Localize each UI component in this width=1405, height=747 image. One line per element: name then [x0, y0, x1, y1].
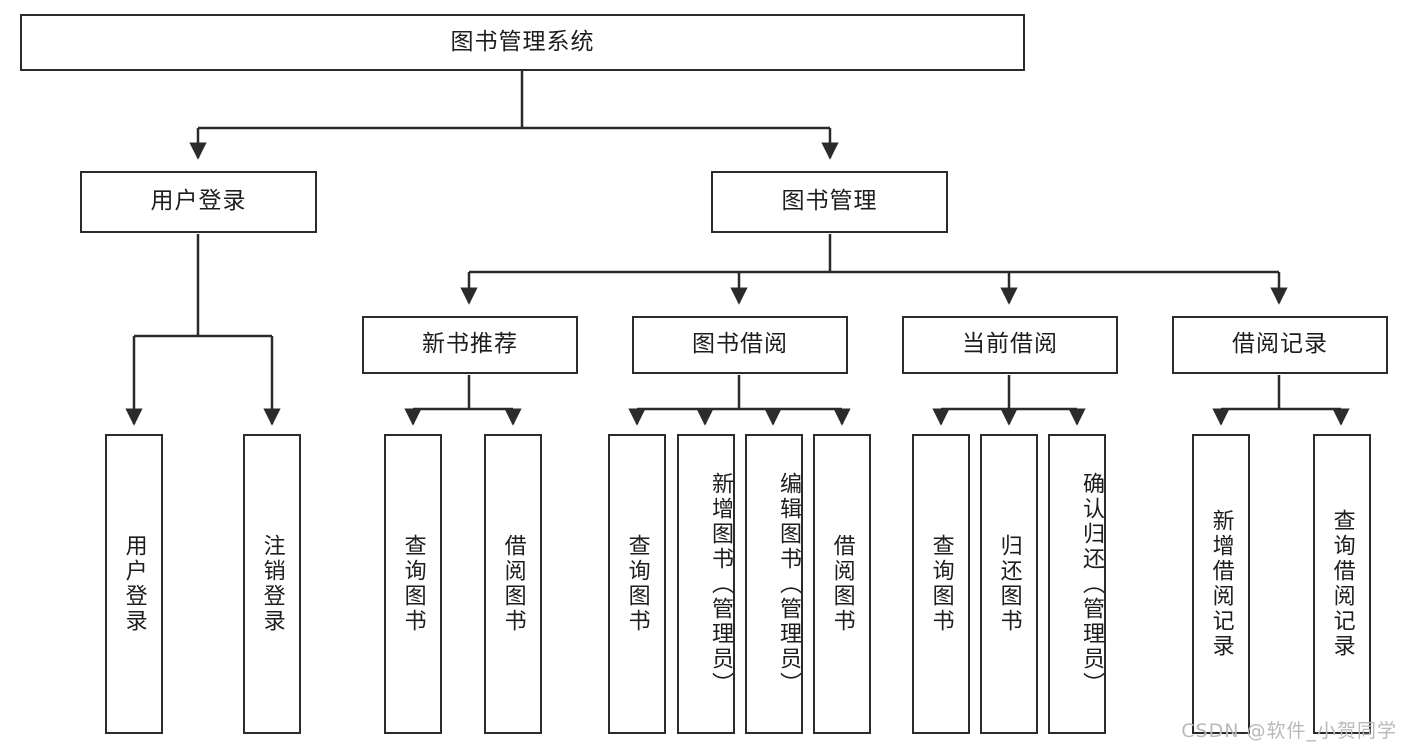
leaf-current-borrow-query: 查询图书: [912, 434, 970, 734]
watermark: CSDN @软件_小贺同学: [1181, 720, 1397, 742]
leaf-new-book-borrow: 借阅图书: [484, 434, 542, 734]
node-new-book-recommend-label: 新书推荐: [422, 331, 518, 358]
node-user-login-label: 用户登录: [150, 188, 247, 215]
node-book-borrow: 图书借阅: [632, 316, 848, 374]
node-book-management: 图书管理: [711, 171, 948, 233]
leaf-label: 借阅图书: [829, 534, 855, 634]
node-new-book-recommend: 新书推荐: [362, 316, 578, 374]
leaf-label: 注销登录: [259, 534, 285, 634]
node-root-label: 图书管理系统: [450, 28, 595, 55]
leaf-new-book-query: 查询图书: [384, 434, 442, 734]
leaf-borrow-record-query: 查询借阅记录: [1313, 434, 1371, 734]
node-root: 图书管理系统: [20, 14, 1025, 71]
leaf-label: 确认归还（管理员）: [1079, 471, 1104, 697]
leaf-book-borrow-edit: 编辑图书（管理员）: [745, 434, 803, 734]
leaf-label: 借阅图书: [500, 534, 526, 634]
leaf-label: 归还图书: [996, 534, 1022, 634]
leaf-label: 查询图书: [400, 534, 426, 634]
leaf-user-login-login: 用户登录: [105, 434, 163, 734]
leaf-label: 用户登录: [121, 534, 147, 634]
node-book-management-label: 图书管理: [781, 188, 878, 215]
leaf-book-borrow-query: 查询图书: [608, 434, 666, 734]
leaf-label: 查询图书: [928, 534, 954, 634]
node-current-borrow-label: 当前借阅: [962, 331, 1058, 358]
leaf-label: 新增借阅记录: [1208, 509, 1234, 659]
leaf-book-borrow-borrow: 借阅图书: [813, 434, 871, 734]
leaf-book-borrow-add: 新增图书（管理员）: [677, 434, 735, 734]
node-book-borrow-label: 图书借阅: [692, 331, 788, 358]
node-borrow-record: 借阅记录: [1172, 316, 1388, 374]
node-borrow-record-label: 借阅记录: [1232, 331, 1328, 358]
leaf-label: 查询借阅记录: [1329, 509, 1355, 659]
leaf-borrow-record-add: 新增借阅记录: [1192, 434, 1250, 734]
leaf-label: 新增图书（管理员）: [708, 471, 733, 697]
leaf-current-borrow-return: 归还图书: [980, 434, 1038, 734]
leaf-label: 查询图书: [624, 534, 650, 634]
leaf-label: 编辑图书（管理员）: [776, 471, 801, 697]
leaf-current-borrow-confirm: 确认归还（管理员）: [1048, 434, 1106, 734]
node-user-login: 用户登录: [80, 171, 317, 233]
leaf-user-login-logout: 注销登录: [243, 434, 301, 734]
node-current-borrow: 当前借阅: [902, 316, 1118, 374]
